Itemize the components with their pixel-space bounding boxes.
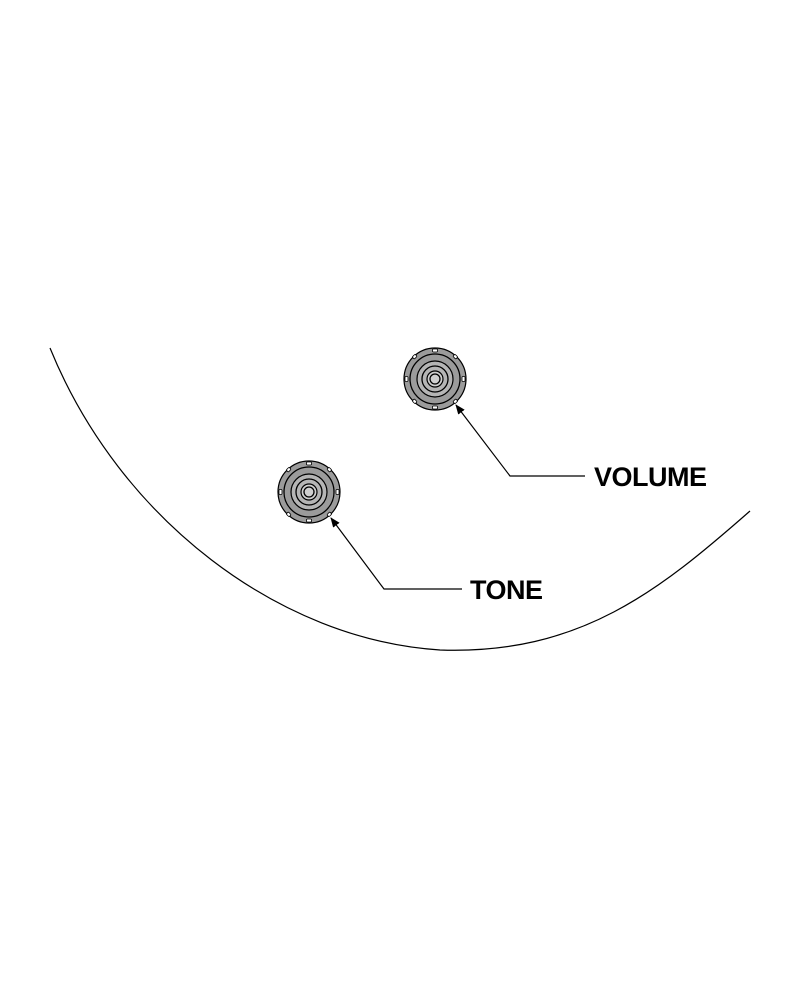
- tone-knob[interactable]: [277, 460, 341, 524]
- guitar-body-edge: [49, 347, 751, 651]
- knob-shaft: [300, 483, 318, 501]
- volume-knob[interactable]: [403, 347, 467, 411]
- knob-shaft-cap: [303, 486, 315, 498]
- knob-shaft-cap: [429, 373, 441, 385]
- volume-label: VOLUME: [594, 462, 707, 492]
- knob-notches: [404, 348, 466, 410]
- rotary-knob-icon: [277, 460, 341, 524]
- volume-leader-line: [455, 404, 585, 477]
- knob-shaft: [426, 370, 444, 388]
- knob-outer-ring: [409, 353, 461, 405]
- rotary-knob-icon: [403, 347, 467, 411]
- knob-inner-ring-edge: [421, 365, 449, 393]
- knob-outer-ring: [283, 466, 335, 518]
- tone-leader-line: [330, 517, 462, 590]
- tone-label: TONE: [470, 575, 543, 605]
- knob-notches: [278, 461, 340, 523]
- knob-inner-ring-edge: [295, 478, 323, 506]
